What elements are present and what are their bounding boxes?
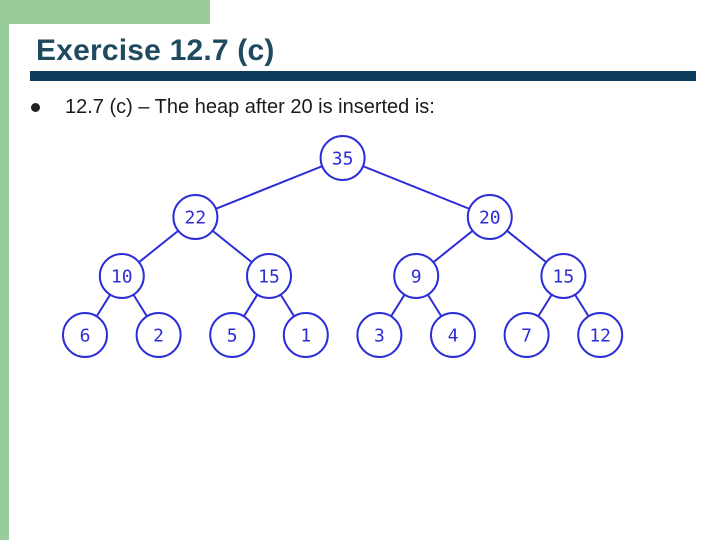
- node-value: 3: [374, 326, 385, 347]
- node-value: 12: [589, 326, 611, 347]
- title-accent-top: [0, 0, 210, 24]
- node-circle: [135, 312, 182, 358]
- title-rule: [30, 71, 696, 81]
- heap-node: 6: [62, 312, 108, 358]
- node-value: 15: [258, 267, 280, 288]
- node-value: 22: [185, 208, 207, 229]
- node-value: 20: [479, 208, 501, 229]
- heap-node: 7: [503, 312, 550, 358]
- heap-node: 3: [356, 312, 403, 358]
- heap-node: 22: [172, 194, 219, 240]
- bullet-item: 12.7 (c) – The heap after 20 is inserted…: [31, 98, 671, 120]
- heap-node: 20: [466, 194, 513, 240]
- node-circle: [319, 135, 366, 181]
- node-value: 15: [553, 267, 575, 288]
- tree-edge: [195, 157, 343, 218]
- node-circle: [172, 194, 219, 240]
- node-value: 9: [411, 267, 422, 288]
- node-value: 1: [300, 326, 311, 347]
- heap-node: 9: [393, 253, 440, 299]
- left-accent-bar: [0, 0, 9, 540]
- tree-edge: [342, 157, 491, 218]
- node-value: 6: [80, 326, 91, 347]
- node-circle: [246, 253, 292, 299]
- node-circle: [98, 253, 145, 299]
- node-circle: [540, 253, 587, 299]
- slide-title: Exercise 12.7 (c): [36, 34, 275, 67]
- node-value: 10: [111, 267, 133, 288]
- node-value: 4: [448, 326, 459, 347]
- heap-node: 4: [430, 312, 476, 358]
- node-value: 2: [153, 326, 164, 347]
- heap-node: 1: [282, 312, 329, 358]
- node-circle: [577, 312, 624, 358]
- node-value: 5: [227, 326, 238, 347]
- node-circle: [430, 312, 476, 358]
- heap-node: 2: [135, 312, 182, 358]
- node-circle: [62, 312, 108, 358]
- title-panel: [9, 24, 720, 76]
- heap-node: 5: [209, 312, 256, 358]
- heap-node: 12: [577, 312, 624, 358]
- node-circle: [466, 194, 513, 240]
- bullet-text: 12.7 (c) – The heap after 20 is inserted…: [65, 98, 435, 118]
- node-circle: [356, 312, 403, 358]
- node-value: 7: [521, 326, 532, 347]
- node-value: 35: [332, 149, 354, 170]
- heap-node: 15: [540, 253, 587, 299]
- heap-node: 10: [98, 253, 145, 299]
- heap-node: 15: [246, 253, 292, 299]
- heap-node: 35: [319, 135, 366, 181]
- node-circle: [209, 312, 256, 358]
- node-circle: [503, 312, 550, 358]
- bullet-dot-icon: [31, 103, 40, 112]
- node-circle: [393, 253, 440, 299]
- node-circle: [282, 312, 329, 358]
